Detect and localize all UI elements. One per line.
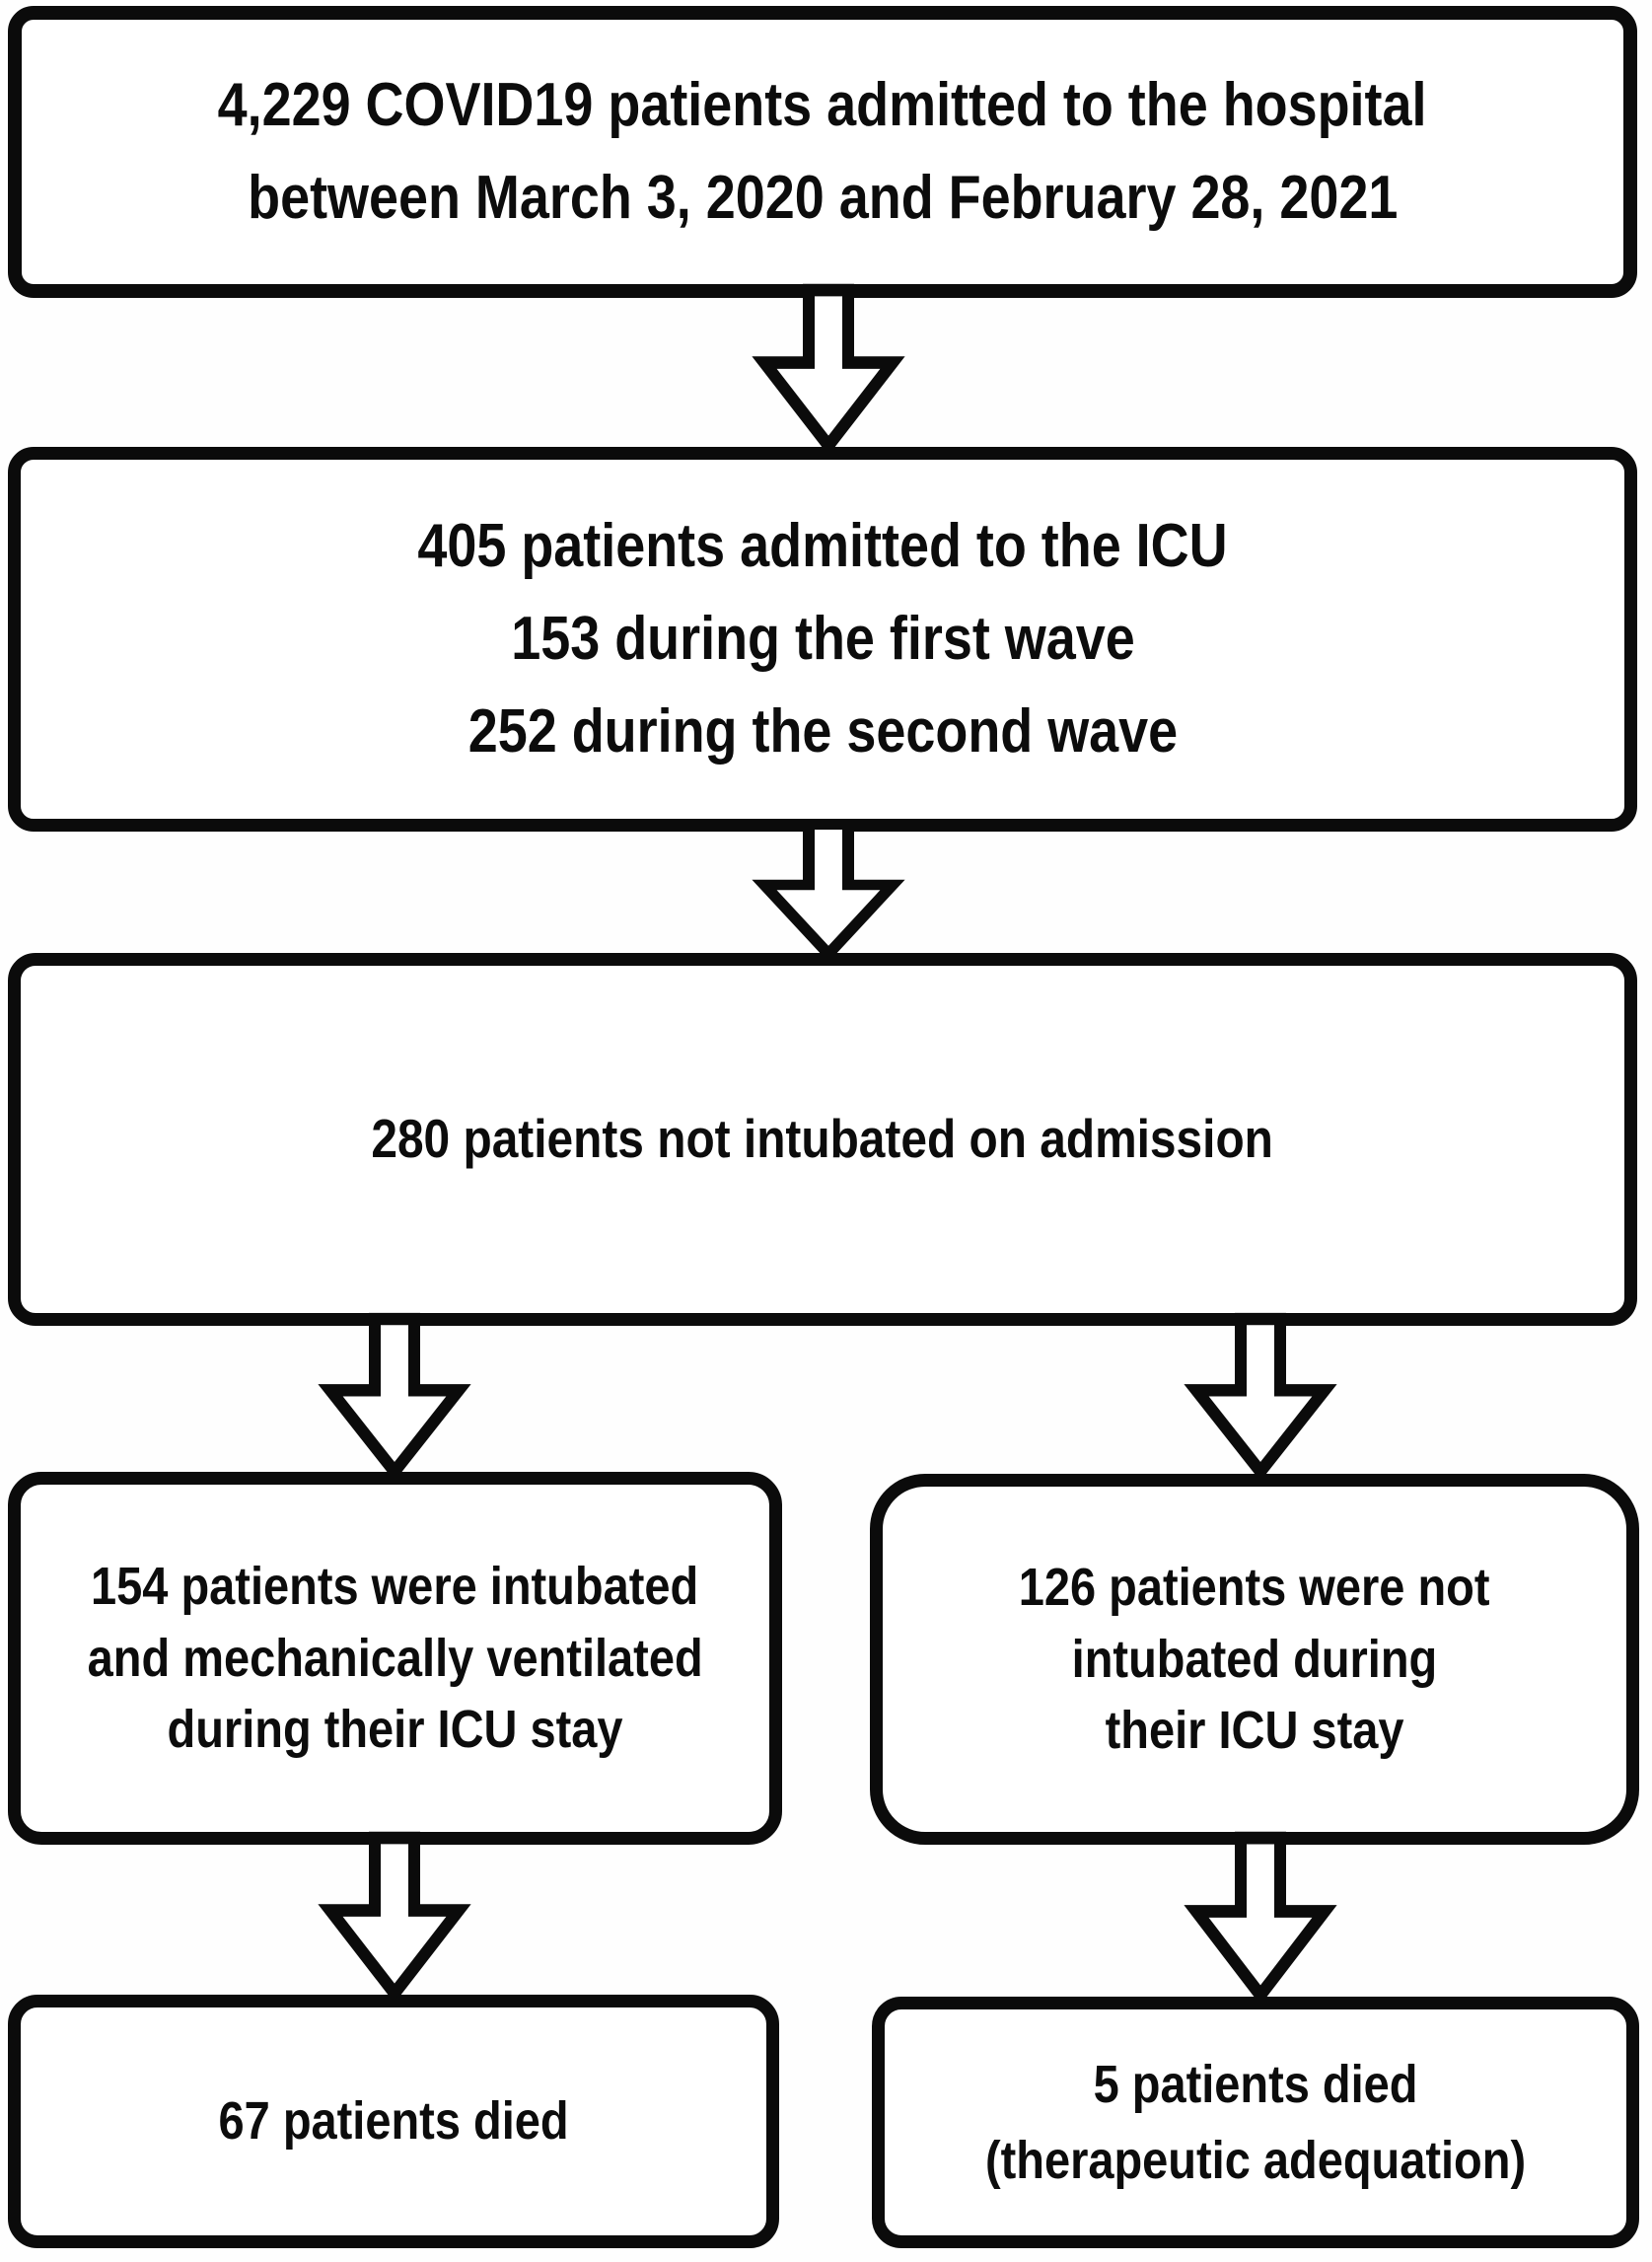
- box-intubated-ventilated: 154 patients were intubated and mechanic…: [8, 1472, 782, 1845]
- box-text-line: 126 patients were not: [1019, 1558, 1490, 1618]
- box-text-line: intubated during: [1071, 1629, 1438, 1689]
- down-arrow-icon: [752, 819, 905, 963]
- box-hospital-admissions: 4,229 COVID19 patients admitted to the h…: [8, 6, 1637, 298]
- box-text-line: 252 during the second wave: [467, 697, 1178, 766]
- box-not-intubated-on-admission: 280 patients not intubated on admission: [8, 953, 1637, 1326]
- box-text-line: during their ICU stay: [167, 1700, 623, 1760]
- box-text-line: 5 patients died: [1093, 2054, 1418, 2114]
- down-arrow-icon: [1184, 1831, 1337, 2006]
- box-text-line: 154 patients were intubated: [91, 1557, 699, 1617]
- box-text-line: 405 patients admitted to the ICU: [417, 511, 1228, 580]
- box-text-line: (therapeutic adequation): [984, 2130, 1527, 2190]
- box-deaths-ventilated: 67 patients died: [8, 1995, 779, 2248]
- box-text-line: 67 patients died: [218, 2091, 569, 2152]
- box-text-line: 153 during the first wave: [510, 604, 1135, 673]
- box-text-line: between March 3, 2020 and February 28, 2…: [247, 164, 1399, 232]
- box-deaths-not-intubated: 5 patients died (therapeutic adequation): [872, 1997, 1639, 2248]
- box-icu-admissions: 405 patients admitted to the ICU 153 dur…: [8, 447, 1637, 832]
- box-text-line: 280 patients not intubated on admission: [371, 1108, 1274, 1170]
- box-text-line: 4,229 COVID19 patients admitted to the h…: [218, 70, 1427, 139]
- box-text-line: and mechanically ventilated: [87, 1628, 703, 1688]
- down-arrow-icon: [318, 1831, 471, 2004]
- down-arrow-icon: [318, 1312, 471, 1482]
- down-arrow-icon: [1184, 1312, 1337, 1482]
- box-text-line: their ICU stay: [1105, 1701, 1404, 1761]
- box-not-intubated-during-stay: 126 patients were not intubated during t…: [870, 1474, 1639, 1845]
- down-arrow-icon: [752, 283, 905, 456]
